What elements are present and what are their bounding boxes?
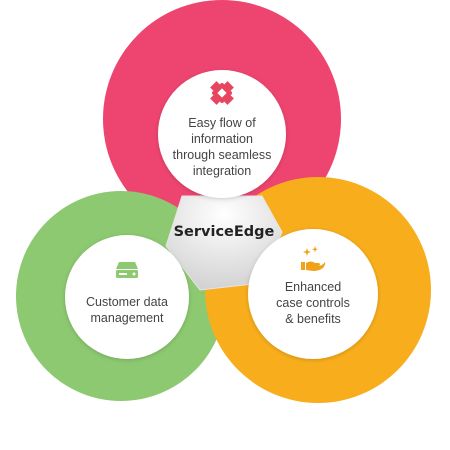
node-label-line: management (90, 311, 164, 325)
node-label-line: & benefits (285, 312, 341, 326)
node-label-line: integration (192, 164, 252, 178)
node-label-line: Easy flow of (188, 116, 256, 130)
node-label-line: case controls (276, 296, 350, 310)
node-label-line: information (191, 132, 253, 146)
drive-icon (116, 262, 138, 278)
node-label-customer-data: Customer data management (67, 294, 187, 326)
node-label-line: through seamless (172, 148, 272, 162)
node-label-line: Enhanced (284, 280, 342, 294)
node-label-case-controls: Enhanced case controls & benefits (253, 279, 373, 327)
node-label-integration: Easy flow of information through seamles… (162, 115, 282, 179)
inner-disc-case-controls (248, 229, 378, 359)
puzzle-icon (210, 81, 234, 105)
center-label: ServiceEdge (173, 224, 275, 240)
node-label-line: Customer data (86, 295, 168, 309)
inner-disc-customer-data (65, 235, 189, 359)
hand-sparkles-icon (301, 246, 326, 271)
inner-disc-integration (158, 70, 286, 198)
